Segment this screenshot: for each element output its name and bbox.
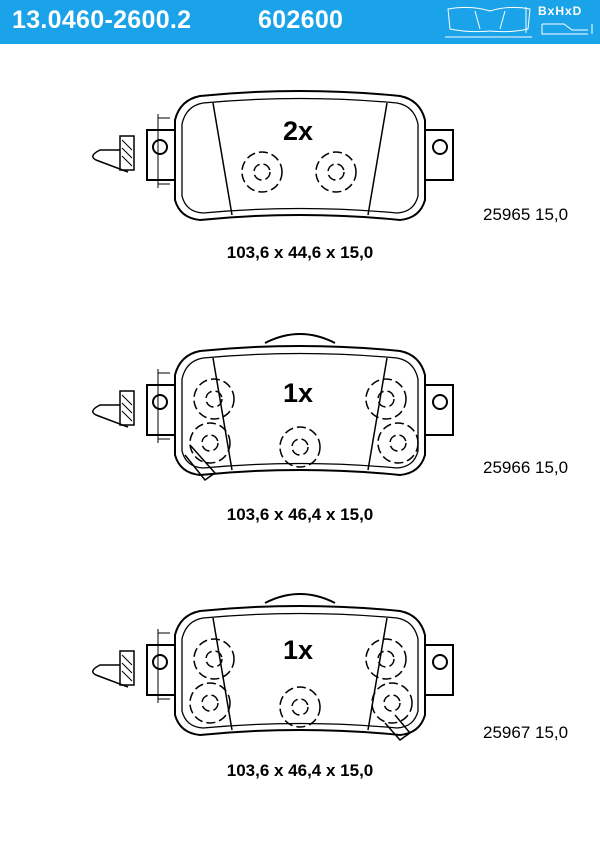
pad-2-reference: 25966 15,0 [483,458,569,477]
dimension-legend-icon [440,3,538,41]
thickness-legend-icon [541,23,593,35]
dimension-legend-label: BxHxD [538,4,583,18]
pad-1-reference: 25965 15,0 [483,205,569,224]
pad-1-dimensions: 103,6 x 44,6 x 15,0 [226,243,374,262]
pad-3-reference: 25967 15,0 [483,723,569,742]
pad-2-dimensions: 103,6 x 46,4 x 15,0 [226,505,374,524]
pad-2-quantity: 1x [283,378,314,408]
header-bar: 13.0460-2600.2 602600 BxHxD [0,0,600,44]
brake-pad-2-drawing [91,333,455,482]
pad-1-quantity: 2x [283,116,314,146]
brake-pad-3-drawing [91,593,455,741]
pad-3-quantity: 1x [283,635,314,665]
pad-3-dimensions: 103,6 x 46,4 x 15,0 [226,761,374,780]
part-number: 13.0460-2600.2 [12,6,192,34]
brake-pad-1-drawing [91,90,455,221]
product-code: 602600 [258,6,344,34]
